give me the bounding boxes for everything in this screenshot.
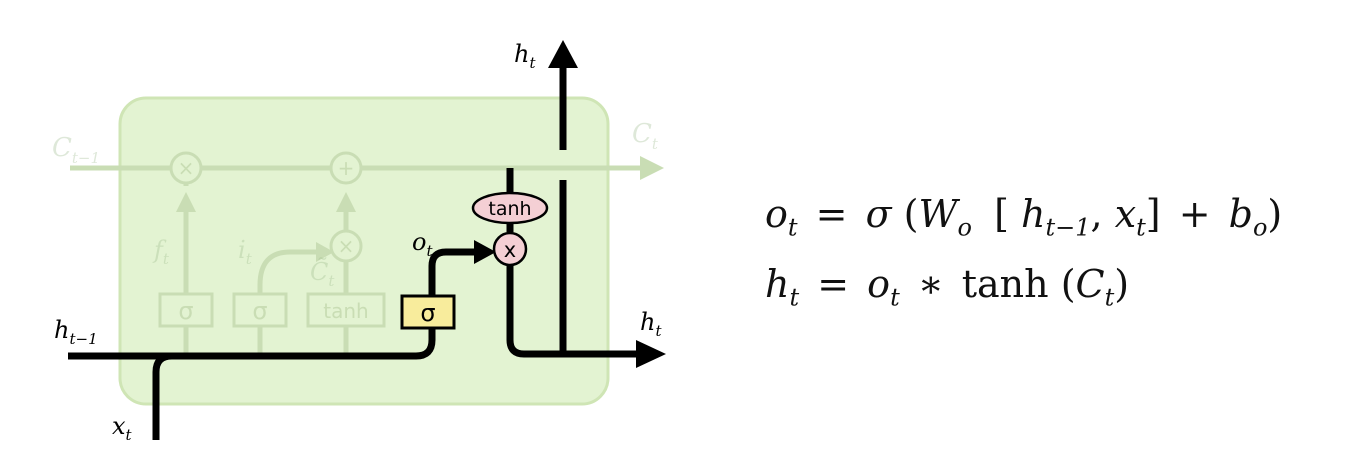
svg-text:tanh: tanh bbox=[488, 198, 531, 220]
label-h-prev: ht−1 bbox=[54, 316, 98, 348]
candidate-tanh-box: tanh bbox=[306, 292, 386, 328]
input-sigma-box: σ bbox=[232, 292, 288, 328]
output-multiply-node: x bbox=[492, 231, 528, 267]
svg-text:×: × bbox=[338, 234, 355, 258]
svg-text:+: + bbox=[338, 156, 355, 180]
label-c-tilde: C̃t bbox=[310, 258, 335, 290]
arrowhead-to-multiply bbox=[474, 240, 496, 264]
label-ht-right: ht bbox=[640, 308, 662, 340]
output-tanh-node: tanh bbox=[471, 191, 549, 225]
faded-arrowheads bbox=[176, 192, 356, 262]
label-c-t: Ct bbox=[632, 119, 659, 153]
forget-multiply-node: × bbox=[169, 151, 203, 185]
equation-output-gate: ot = σ (Wo [ ht−1, xt] + bo) bbox=[765, 192, 1283, 242]
label-x-t: xt bbox=[112, 412, 133, 444]
svg-text:x: x bbox=[504, 238, 516, 262]
label-i-t: it bbox=[238, 236, 253, 268]
forget-sigma-box: σ bbox=[158, 292, 214, 328]
arrowhead-ht-up bbox=[548, 40, 578, 68]
label-o-t: ot bbox=[412, 228, 433, 260]
cell-add-node: + bbox=[329, 151, 363, 185]
svg-text:σ: σ bbox=[178, 297, 193, 325]
output-sigma-box: σ bbox=[400, 294, 456, 330]
svg-text:σ: σ bbox=[420, 299, 435, 327]
input-multiply-node: × bbox=[329, 229, 363, 263]
svg-text:tanh: tanh bbox=[323, 299, 368, 323]
lstm-output-gate-diagram: × + × σ σ tanh Ct−1 Ct ft it C̃t bbox=[52, 40, 666, 444]
arrowhead-ht-right bbox=[636, 340, 666, 368]
equation-hidden-state: ht = ot ∗ tanh (Ct) bbox=[765, 262, 1130, 312]
label-ht-top: ht bbox=[514, 40, 536, 72]
svg-text:×: × bbox=[178, 156, 195, 180]
label-c-prev: Ct−1 bbox=[52, 133, 100, 167]
svg-text:σ: σ bbox=[252, 297, 267, 325]
